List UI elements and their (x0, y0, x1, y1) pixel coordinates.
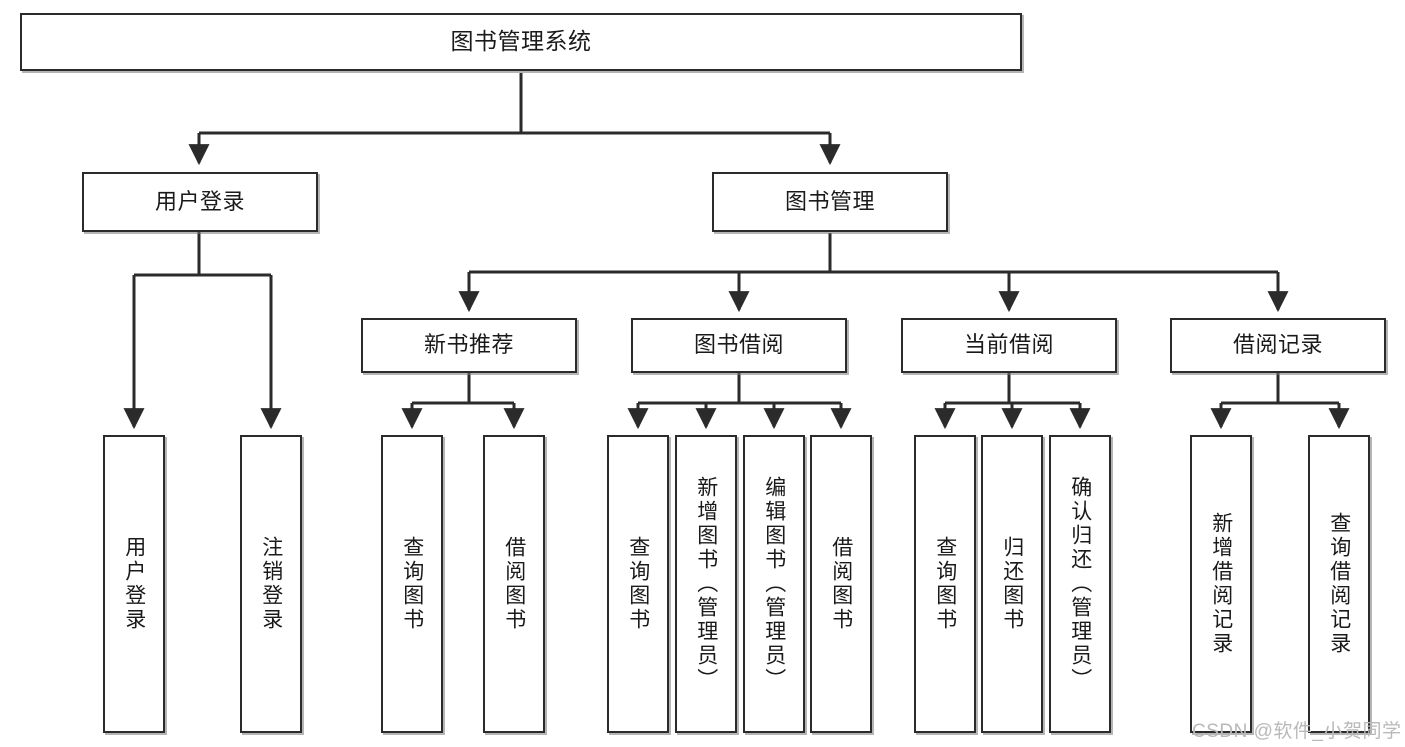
node-root[interactable]: 图书管理系统 (20, 13, 1022, 71)
node-root-label: 图书管理系统 (450, 28, 592, 55)
node-user-login[interactable]: 用户登录 (82, 172, 318, 232)
node-new-book-rec[interactable]: 新书推荐 (361, 318, 577, 373)
node-leaf-query-book-3-label: 查询图书 (933, 536, 957, 632)
node-book-borrow-label: 图书借阅 (693, 332, 784, 358)
node-new-book-rec-label: 新书推荐 (423, 332, 514, 358)
node-leaf-query-record-label: 查询借阅记录 (1327, 512, 1351, 656)
node-current-borrow-label: 当前借阅 (963, 332, 1054, 358)
node-leaf-query-book-3[interactable]: 查询图书 (914, 435, 976, 733)
node-user-login-label: 用户登录 (154, 188, 245, 214)
node-leaf-user-login[interactable]: 用户登录 (103, 435, 165, 733)
node-leaf-query-book-1[interactable]: 查询图书 (381, 435, 443, 733)
node-leaf-confirm-return-label: 确认归还（管理员） (1068, 476, 1092, 692)
node-leaf-borrow-book-1[interactable]: 借阅图书 (483, 435, 545, 733)
watermark-text: CSDN @软件_小贺同学 (1192, 721, 1402, 742)
node-book-manage[interactable]: 图书管理 (712, 172, 948, 232)
node-leaf-query-record[interactable]: 查询借阅记录 (1308, 435, 1370, 733)
node-leaf-borrow-book-1-label: 借阅图书 (502, 536, 526, 632)
node-leaf-user-logout[interactable]: 注销登录 (240, 435, 302, 733)
node-book-borrow[interactable]: 图书借阅 (631, 318, 847, 373)
node-borrow-record-label: 借阅记录 (1232, 332, 1323, 358)
node-leaf-add-record-label: 新增借阅记录 (1209, 512, 1233, 656)
node-book-manage-label: 图书管理 (784, 188, 875, 214)
node-leaf-return-book[interactable]: 归还图书 (981, 435, 1043, 733)
node-leaf-add-book[interactable]: 新增图书（管理员） (675, 435, 737, 733)
node-leaf-return-book-label: 归还图书 (1000, 536, 1024, 632)
node-leaf-query-book-2-label: 查询图书 (626, 536, 650, 632)
node-leaf-add-book-label: 新增图书（管理员） (694, 476, 718, 692)
node-leaf-add-record[interactable]: 新增借阅记录 (1190, 435, 1252, 733)
node-leaf-user-login-label: 用户登录 (122, 536, 146, 632)
node-leaf-borrow-book-2-label: 借阅图书 (829, 536, 853, 632)
node-leaf-query-book-2[interactable]: 查询图书 (607, 435, 669, 733)
node-leaf-edit-book[interactable]: 编辑图书（管理员） (743, 435, 805, 733)
node-leaf-user-logout-label: 注销登录 (259, 536, 283, 632)
node-leaf-query-book-1-label: 查询图书 (400, 536, 424, 632)
node-current-borrow[interactable]: 当前借阅 (901, 318, 1117, 373)
node-borrow-record[interactable]: 借阅记录 (1170, 318, 1386, 373)
node-leaf-borrow-book-2[interactable]: 借阅图书 (810, 435, 872, 733)
node-leaf-confirm-return[interactable]: 确认归还（管理员） (1049, 435, 1111, 733)
node-leaf-edit-book-label: 编辑图书（管理员） (762, 476, 786, 692)
